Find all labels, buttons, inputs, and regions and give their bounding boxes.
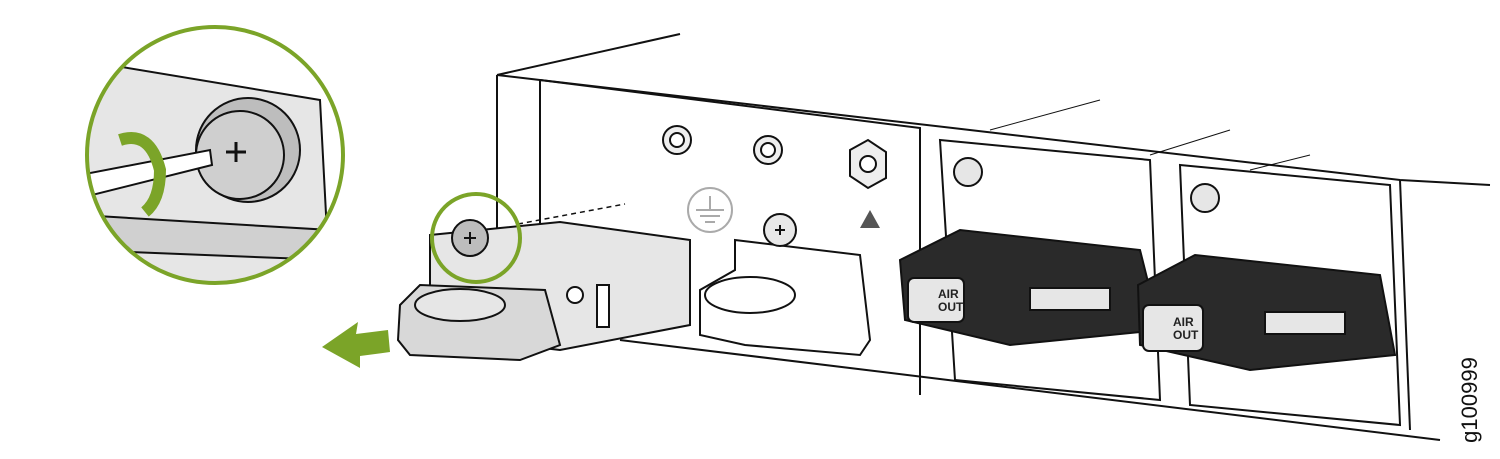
installed-module xyxy=(699,213,872,357)
ground-studs xyxy=(662,125,887,233)
psu-2-label-line1: AIR xyxy=(1173,315,1194,329)
psu-1-label-line1: AIR xyxy=(938,287,959,301)
psu-1-label-line2: OUT xyxy=(938,300,964,314)
removed-module xyxy=(396,203,691,362)
psu-2-label-line2: OUT xyxy=(1173,328,1199,342)
figure-id: g100999 xyxy=(1440,350,1500,450)
rotate-arrow-icon xyxy=(118,132,167,217)
power-supply-1 xyxy=(898,138,1162,402)
psu-2-label: AIR OUT xyxy=(1173,316,1198,342)
pull-direction-arrow-icon xyxy=(322,322,390,368)
highlight-ring-small xyxy=(430,192,522,284)
figure-id-text: g100999 xyxy=(1457,357,1482,443)
psu-1-label: AIR OUT xyxy=(938,288,963,314)
detail-callout xyxy=(85,25,345,285)
power-supply-2 xyxy=(1136,163,1402,427)
chassis xyxy=(496,33,1491,441)
